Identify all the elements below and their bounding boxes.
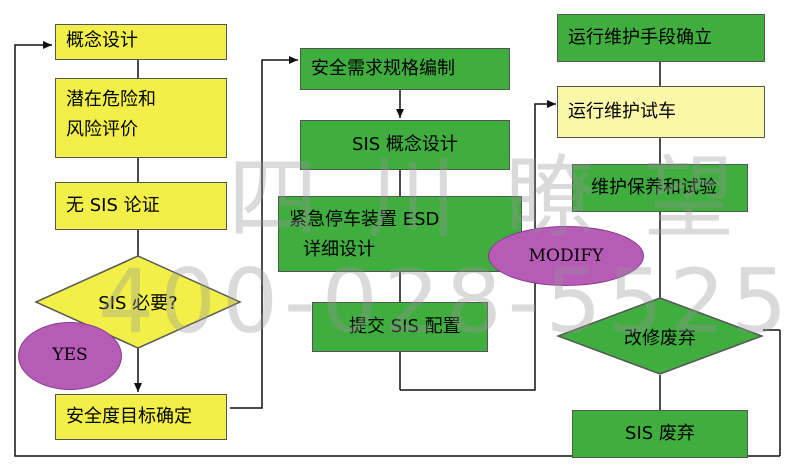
safety-target-box: 安全度目标确定 [55,394,227,440]
maintenance-test-box: 维护保养和试验 [572,164,748,212]
esd-detail-design-line2: 详细设计 [303,239,375,260]
yes-label: YES [52,345,88,365]
sis-needed-label: SIS 必要? [98,293,178,314]
safety-target-label: 安全度目标确定 [66,406,192,427]
sis-concept-design-box: SIS 概念设计 [300,120,510,170]
maintenance-means-box: 运行维护手段确立 [557,14,765,62]
hazard-risk-box: 潜在危险和 风险评价 [55,78,227,158]
sis-concept-design-label: SIS 概念设计 [352,134,458,155]
esd-detail-design-line1: 紧急停车装置 ESD [289,209,440,230]
safety-target-to-requirements-connector [230,56,298,409]
feedback-loop-connector [14,41,780,457]
concept-design-label: 概念设计 [66,30,138,51]
submit-sis-config-label: 提交 SIS 配置 [349,316,461,337]
maintenance-test-label: 维护保养和试验 [591,177,717,198]
modify-discard-label: 改修废弃 [624,328,696,349]
modify-badge: MODIFY [488,226,644,286]
modify-label: MODIFY [528,246,604,266]
safety-requirements-box: 安全需求规格编制 [300,48,510,90]
sis-discard-box: SIS 废弃 [572,410,748,458]
safety-requirements-label: 安全需求规格编制 [311,58,455,79]
sis-discard-label: SIS 废弃 [625,423,695,444]
esd-detail-design-box: 紧急停车装置 ESD 详细设计 [278,196,522,272]
no-sis-justification-box: 无 SIS 论证 [55,182,227,230]
submit-sis-config-box: 提交 SIS 配置 [312,302,488,352]
yes-badge: YES [18,322,122,390]
trial-run-label: 运行维护试车 [568,101,676,122]
modify-discard-decision: 改修废弃 [556,296,764,376]
maintenance-means-label: 运行维护手段确立 [568,27,712,48]
hazard-risk-label-line2: 风险评价 [66,119,138,140]
modify-discard-diamond-shape [556,297,764,375]
trial-run-box: 运行维护试车 [557,86,765,138]
concept-design-box: 概念设计 [55,24,227,60]
no-sis-justification-label: 无 SIS 论证 [66,195,160,216]
hazard-risk-label-line1: 潜在危险和 [66,89,156,110]
